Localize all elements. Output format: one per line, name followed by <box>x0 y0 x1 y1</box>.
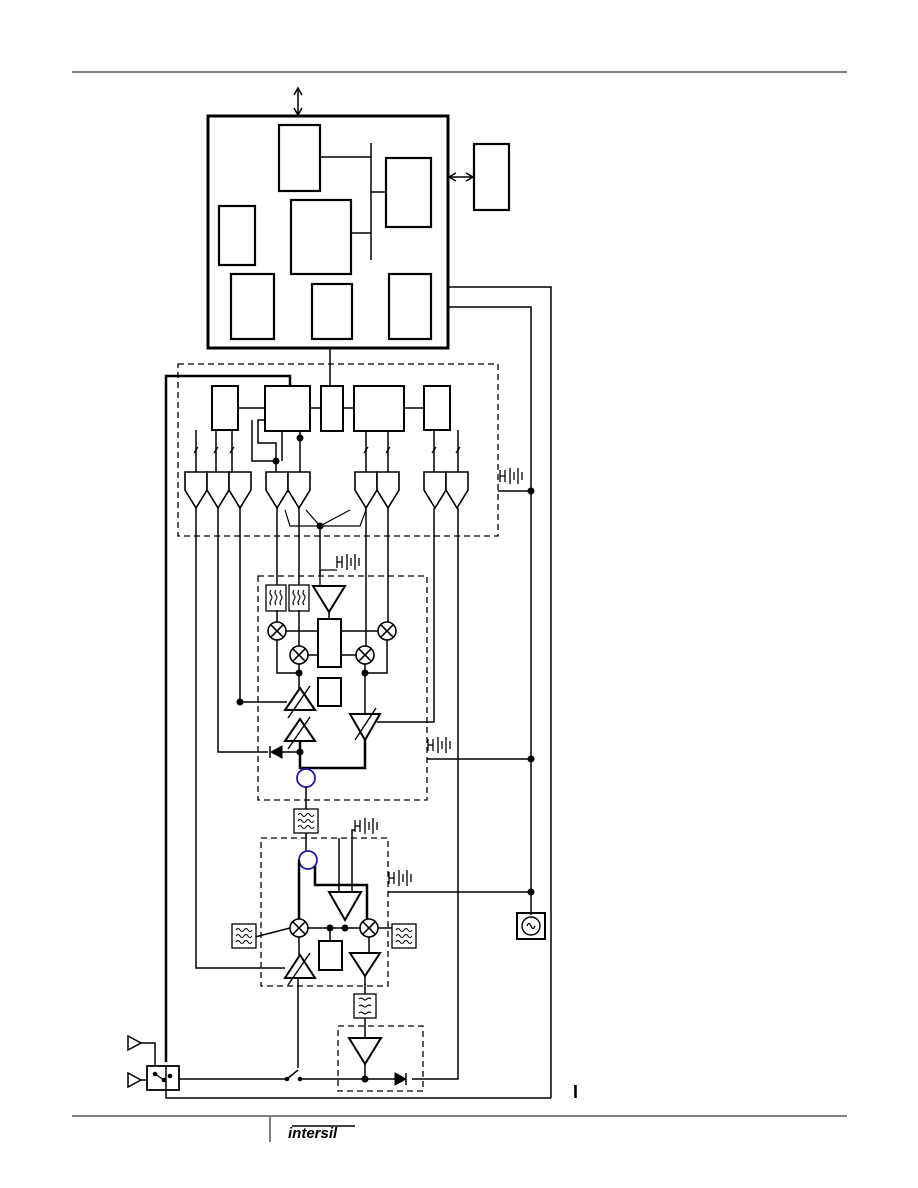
rf-synth-block <box>318 940 343 971</box>
converter-8 <box>423 471 447 509</box>
phase-splitter-block <box>317 618 342 668</box>
power-detector-diode <box>394 1072 408 1086</box>
lo-synth-block <box>317 677 342 707</box>
interface-block-4 <box>353 385 405 432</box>
converter-6 <box>354 471 378 509</box>
mixer-icon <box>355 645 375 665</box>
power-amplifier-section <box>337 993 424 1092</box>
mixer-icon <box>289 645 309 665</box>
external-memory-block <box>472 142 511 212</box>
processor-block-5 <box>229 272 276 341</box>
tx-bandpass-filter <box>353 993 377 1019</box>
converter-1 <box>184 471 208 509</box>
antenna-1-icon <box>127 1034 143 1052</box>
quadrature-modem-section <box>195 508 535 1080</box>
interface-block-2 <box>264 385 311 432</box>
page-mark: I <box>573 1082 578 1102</box>
pa-dashed-box <box>337 1025 424 1092</box>
mixer-icon <box>289 918 309 938</box>
processor-block-7 <box>387 272 433 341</box>
antenna-switch-section <box>127 978 551 1099</box>
detector-diode <box>269 745 283 759</box>
mixer-icon <box>359 918 379 938</box>
rf-converter-section <box>231 817 535 994</box>
diversity-switch <box>146 1065 180 1091</box>
reference-oscillator <box>516 912 546 940</box>
agc-amplifier-2 <box>283 717 317 742</box>
battery-icon <box>499 467 523 485</box>
host-arrow-up-head <box>293 86 303 96</box>
control-line-inner <box>448 306 532 915</box>
baseband-processor <box>206 86 552 1098</box>
processor-block-1 <box>277 123 322 193</box>
modem-dashed-box <box>257 575 428 801</box>
battery-icon <box>354 817 378 835</box>
processor-block-6 <box>310 282 354 341</box>
rf-lo-amplifier <box>327 891 363 923</box>
processor-block-4 <box>289 198 353 276</box>
converter-5 <box>287 471 311 509</box>
battery-icon <box>427 736 451 754</box>
if-filter <box>293 787 319 851</box>
interface-block-1 <box>211 385 239 431</box>
intersil-logo-text: intersil <box>288 1125 338 1142</box>
processor-block-3 <box>217 204 257 267</box>
converter-7 <box>376 471 400 509</box>
interface-block-5 <box>423 385 451 431</box>
rx-image-filter <box>231 923 257 949</box>
processor-block-2 <box>384 156 433 229</box>
converter-9 <box>445 471 469 509</box>
intersil-logo: intersil <box>288 1125 355 1142</box>
if-balun <box>296 768 316 788</box>
battery-icon <box>336 553 360 571</box>
lowpass-filter-i <box>265 584 287 612</box>
rf-dashed-box <box>260 837 389 987</box>
lowpass-filter-q <box>288 584 310 612</box>
converter-2 <box>206 471 230 509</box>
converter-3 <box>228 471 252 509</box>
if-saw-filter <box>293 808 319 834</box>
battery-icon <box>388 869 412 887</box>
modem-amplifier-top <box>311 585 347 614</box>
converter-dashed-box <box>177 363 499 537</box>
agc-amplifier-1 <box>283 686 317 711</box>
power-amplifier <box>347 1037 383 1066</box>
control-line-outer <box>448 286 552 1098</box>
mixer-icon <box>377 621 397 641</box>
converter-section <box>164 363 535 1062</box>
interface-block-3 <box>320 385 344 432</box>
antenna-2-icon <box>127 1071 143 1089</box>
pa-driver-amplifier <box>348 952 382 978</box>
converter-4 <box>265 471 289 509</box>
tx-image-filter <box>391 923 417 949</box>
tx-if-amplifier <box>348 713 382 743</box>
tr-switch <box>286 1069 299 1080</box>
mixer-icon <box>267 621 287 641</box>
processor-outline <box>206 114 450 350</box>
